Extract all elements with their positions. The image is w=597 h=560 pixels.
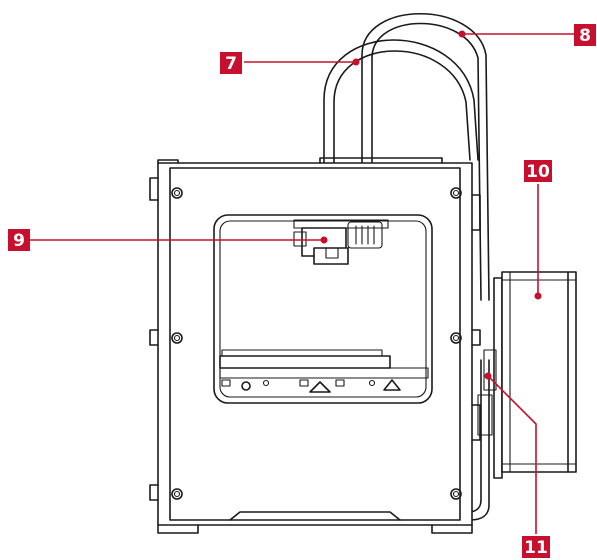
- callout-8-label: 8: [579, 26, 591, 46]
- callout-9: 9: [8, 229, 328, 251]
- filament-tubes: [323, 13, 490, 521]
- callout-11-label: 11: [524, 538, 548, 558]
- callout-9-label: 9: [13, 231, 25, 251]
- callout-7: 7: [220, 52, 360, 74]
- callout-10-label: 10: [526, 162, 550, 182]
- build-platform: [219, 349, 429, 393]
- callout-8: 8: [458, 24, 596, 46]
- filament-spool: [477, 271, 577, 479]
- callout-7-label: 7: [225, 54, 237, 74]
- callout-11: 11: [484, 372, 550, 558]
- callout-10: 10: [524, 160, 552, 300]
